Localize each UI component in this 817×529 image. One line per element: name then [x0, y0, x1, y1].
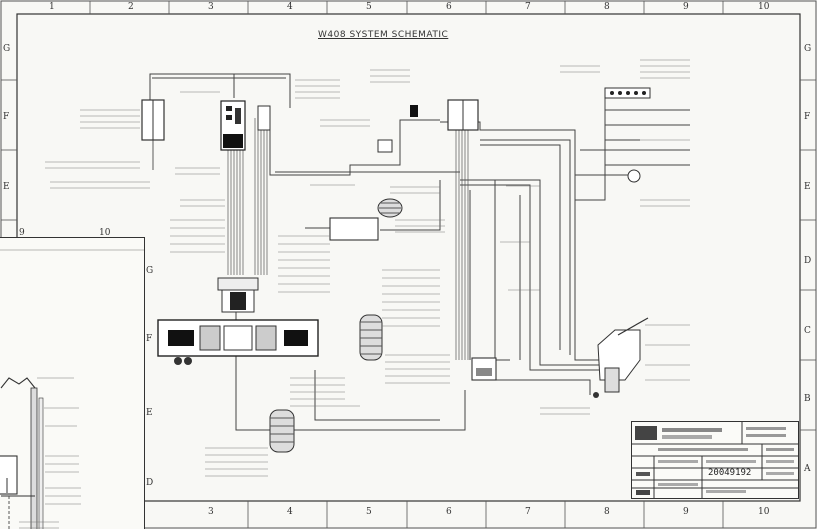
column-number: 5 [366, 2, 372, 12]
inset-column-number: 10 [99, 228, 111, 238]
column-number: 8 [604, 2, 610, 12]
column-number: 10 [758, 507, 770, 517]
column-number: 3 [208, 2, 214, 12]
wire-group [149, 73, 690, 431]
inset-row-letter: G [146, 266, 154, 276]
coil-connector [377, 198, 403, 218]
column-number: 9 [683, 507, 689, 517]
column-number: 7 [525, 2, 531, 12]
inset-detail-view: 9 10 G F E D [0, 228, 153, 529]
row-letter: G [3, 44, 11, 54]
row-letter: E [804, 182, 811, 192]
inset-row-letter: E [146, 408, 153, 418]
inset-row-letter: F [146, 334, 153, 344]
row-letter: C [804, 326, 811, 336]
inset-row-letter: D [146, 478, 154, 488]
column-number: 1 [49, 2, 55, 12]
relay-module [257, 105, 271, 131]
column-number: 3 [208, 507, 214, 517]
column-number: 7 [525, 507, 531, 517]
coil-connector [269, 409, 295, 453]
column-number: 4 [287, 507, 293, 517]
coil-connector [359, 314, 383, 361]
title-block: 20049192 [631, 421, 799, 499]
row-letter: F [3, 112, 10, 122]
pump-assembly [593, 317, 649, 398]
row-letter: E [3, 182, 10, 192]
row-letter: F [804, 112, 811, 122]
switch [377, 139, 393, 153]
column-number: 8 [604, 507, 610, 517]
row-letter: D [804, 256, 812, 266]
row-letter: G [804, 44, 812, 54]
column-number: 4 [287, 2, 293, 12]
column-number: 5 [366, 507, 372, 517]
column-number: 10 [758, 2, 770, 12]
sensor [410, 105, 418, 117]
column-number: 2 [128, 2, 134, 12]
column-number: 6 [446, 2, 452, 12]
inset-column-number: 9 [19, 228, 25, 238]
annotation-leaders [45, 59, 690, 477]
heater-box [329, 217, 379, 241]
inset-drawing [0, 249, 144, 529]
column-number: 6 [446, 507, 452, 517]
drawing-number: 20049192 [708, 468, 752, 478]
harness-bundle [227, 118, 469, 360]
row-letter: B [804, 394, 811, 404]
row-letter: A [804, 464, 811, 474]
machine-assembly [157, 277, 319, 365]
title-block-grid [632, 422, 798, 498]
page-title: W408 SYSTEM SCHEMATIC [318, 30, 449, 40]
connector-strip [604, 87, 651, 183]
column-number: 9 [683, 2, 689, 12]
